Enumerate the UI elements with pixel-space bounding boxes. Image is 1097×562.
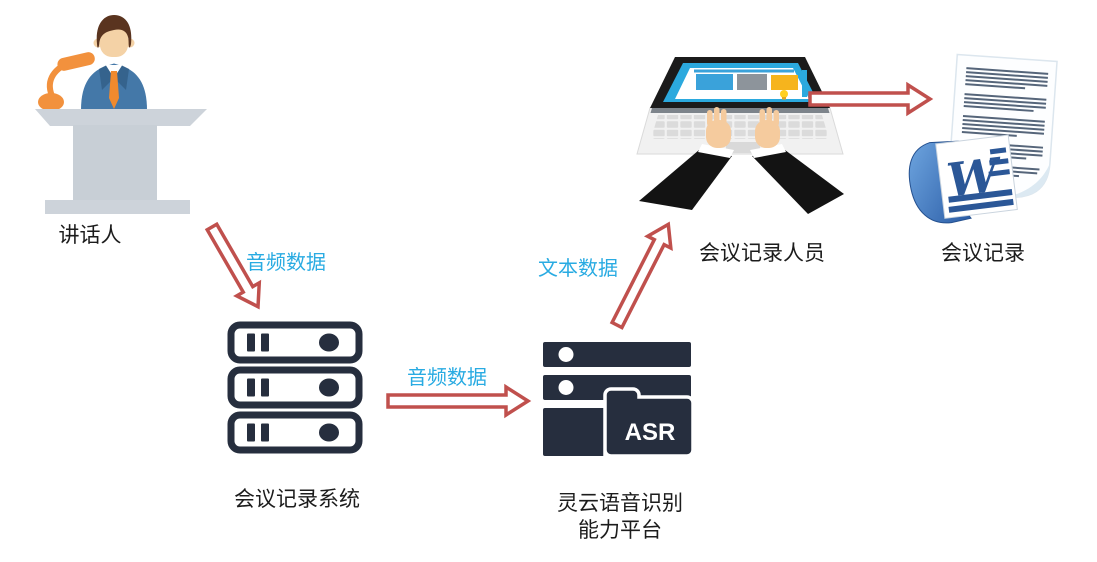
asr-platform-label-line2: 能力平台: [578, 519, 662, 542]
recorder-label: 会议记录人员: [699, 242, 825, 265]
podium-shape: [35, 109, 207, 214]
typist-arms: [639, 150, 844, 214]
speaker-label: 讲话人: [58, 224, 122, 247]
flow-label-audio-2: 音频数据: [407, 367, 487, 389]
flow-label-text: 文本数据: [538, 258, 618, 280]
recording-system-label: 会议记录系统: [234, 488, 360, 511]
word-logo-icon: W: [908, 134, 1018, 224]
typist-hands: [706, 107, 780, 148]
folder-icon: ASR: [603, 387, 695, 458]
scrollbar: [802, 70, 807, 97]
document-label: 会议记录: [941, 242, 1025, 265]
laptop-keys: [651, 115, 829, 139]
asr-server-icon: ASR: [543, 342, 695, 458]
laptop-screen: [650, 57, 830, 108]
asr-platform-label-line1: 灵云语音识别: [557, 492, 683, 515]
speaker-illustration: [35, 15, 207, 214]
server-stack-icon: [227, 321, 363, 454]
speaker-person: [81, 15, 147, 110]
microphone-icon: [38, 52, 95, 111]
arrow-system-to-asr: [386, 383, 532, 419]
laptop-icon: [636, 57, 844, 214]
asr-badge: ASR: [625, 419, 676, 446]
lightbulb-icon: [780, 90, 788, 98]
word-document-icon: W: [908, 53, 1058, 224]
flow-label-audio-1: 音频数据: [246, 252, 326, 274]
